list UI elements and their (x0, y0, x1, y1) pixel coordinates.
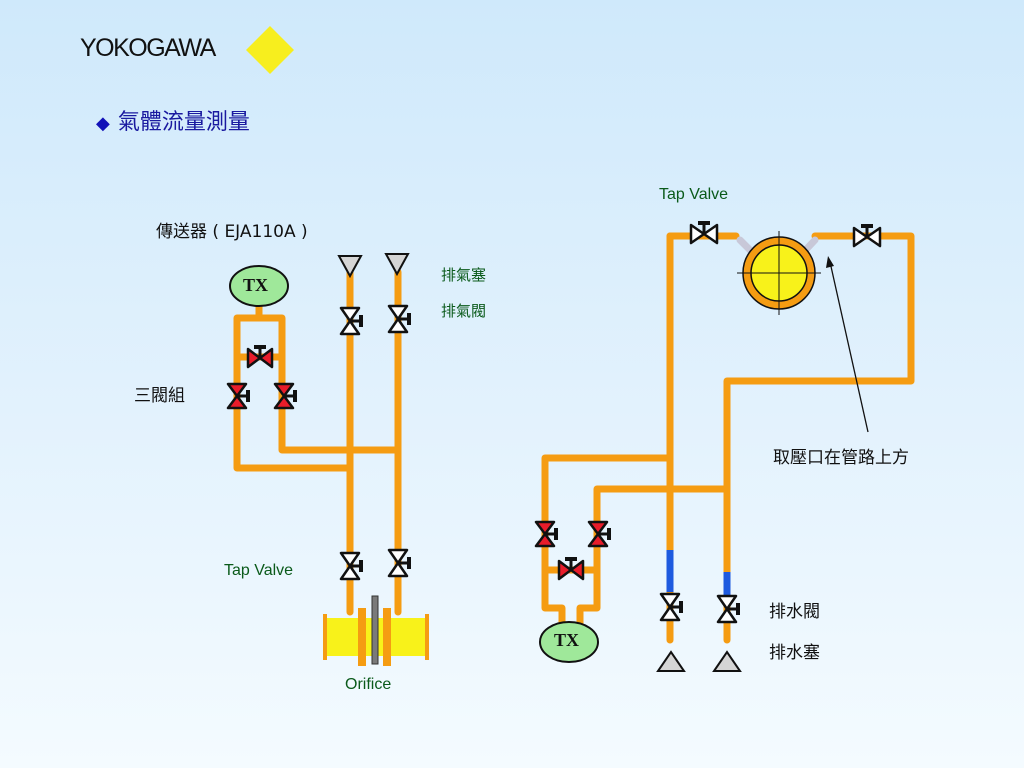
right-tx-text: TX (554, 630, 580, 650)
left-tx-text: TX (243, 275, 269, 295)
left-tap-valves (339, 548, 413, 581)
tap-note-arrow (826, 256, 869, 433)
right-transmitter (539, 621, 599, 663)
transmitter-label: 傳送器 ( EJA110A ) (156, 222, 308, 242)
page-title-text: 氣體流量測量 (117, 110, 250, 135)
yokogawa-diamond-icon (246, 26, 294, 74)
drain-valve-label: 排水閥 (769, 602, 820, 622)
page-title: ◆ 氣體流量測量 (96, 104, 250, 136)
vent-plug-label: 排氣塞 (441, 266, 487, 284)
orifice-label: Orifice (345, 676, 392, 693)
drain-water-legs (666, 550, 731, 596)
left-transmitter (229, 265, 289, 307)
right-drain-valves (659, 592, 742, 624)
process-pipe-section (737, 231, 821, 315)
orifice-process-pipe (323, 595, 429, 666)
left-tap-valve-label: Tap Valve (224, 562, 294, 579)
left-impulse-piping (233, 268, 402, 616)
yokogawa-logo-text: YOKOGAWA (80, 34, 216, 62)
left-vent-valves (339, 304, 413, 336)
right-drain-plugs (656, 650, 742, 672)
right-tap-valve-label: Tap Valve (659, 186, 729, 203)
manifold-label: 三閥組 (134, 386, 185, 406)
left-vent-plugs (337, 253, 410, 279)
drain-plug-label: 排水塞 (769, 643, 820, 663)
vent-valve-label: 排氣閥 (441, 302, 487, 320)
diamond-bullet-icon: ◆ (96, 113, 110, 134)
tap-position-note: 取壓口在管路上方 (773, 448, 909, 468)
